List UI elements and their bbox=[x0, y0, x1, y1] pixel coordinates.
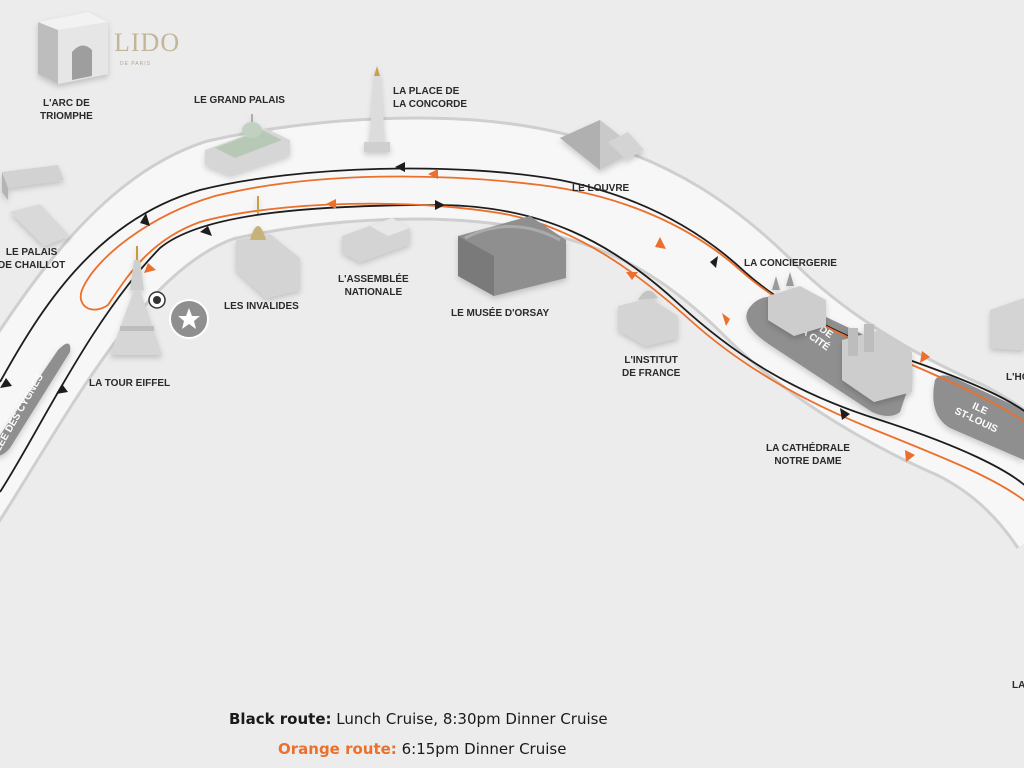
lido-logo-subtitle: DE PARIS bbox=[120, 61, 151, 67]
label-institut: L'INSTITUT DE FRANCE bbox=[622, 355, 681, 379]
eiffel-tower-icon bbox=[110, 246, 162, 355]
chaillot-icon bbox=[2, 165, 70, 246]
arrow-marker bbox=[655, 237, 666, 249]
arrow-marker bbox=[326, 199, 336, 209]
louvre-pyramid-icon bbox=[560, 120, 644, 170]
arrow-marker bbox=[722, 313, 730, 326]
orange-route bbox=[79, 175, 1024, 502]
label-assemblee: L'ASSEMBLÉE NATIONALE bbox=[338, 274, 409, 298]
arrow-marker bbox=[920, 351, 930, 363]
black-route-upper bbox=[0, 167, 1024, 412]
label-concorde: LA PLACE DE LA CONCORDE bbox=[393, 86, 468, 110]
allee-des-cygnes-island bbox=[0, 343, 71, 456]
arrow-marker bbox=[905, 450, 915, 462]
invalides-icon bbox=[236, 196, 300, 298]
assemblee-icon bbox=[342, 218, 410, 262]
obelisk-icon bbox=[364, 66, 390, 152]
arrow-marker bbox=[56, 384, 68, 394]
legend-black-key: Black route: bbox=[229, 710, 332, 728]
label-orsay: LE MUSÉE D'ORSAY bbox=[451, 308, 550, 319]
arrow-marker bbox=[395, 162, 405, 172]
arrow-marker bbox=[0, 378, 12, 388]
institut-icon bbox=[618, 290, 678, 346]
hotel-de-ville-icon bbox=[990, 298, 1024, 350]
legend-orange-key: Orange route: bbox=[278, 740, 397, 758]
arrow-marker bbox=[840, 408, 850, 420]
arrow-marker bbox=[144, 263, 156, 273]
label-edge-bottom-right: LA bbox=[1012, 680, 1024, 691]
label-chaillot: LE PALAIS DE CHAILLOT bbox=[0, 247, 66, 271]
label-hotel-de-ville: L'HÔ bbox=[1006, 372, 1024, 383]
arrow-marker bbox=[435, 200, 445, 210]
label-arc-de-triomphe: L'ARC DE TRIOMPHE bbox=[40, 98, 93, 122]
notre-dame-icon bbox=[842, 324, 912, 402]
black-route-lower bbox=[0, 204, 1024, 493]
ile-st-louis-island bbox=[933, 375, 1024, 460]
arc-de-triomphe-icon bbox=[38, 12, 108, 84]
arrow-marker bbox=[200, 226, 212, 236]
arrow-marker bbox=[626, 272, 638, 280]
legend-orange-text: 6:15pm Dinner Cruise bbox=[401, 740, 567, 758]
arrow-marker bbox=[140, 213, 150, 226]
label-tour-eiffel: LA TOUR EIFFEL bbox=[89, 378, 171, 389]
conciergerie-icon bbox=[768, 272, 826, 336]
label-louvre: LE LOUVRE bbox=[572, 183, 630, 194]
route-arrows-black bbox=[0, 162, 850, 420]
boat-pier-icon bbox=[148, 291, 166, 309]
label-notre-dame: LA CATHÉDRALE NOTRE DAME bbox=[766, 443, 850, 467]
restaurant-seal-icon bbox=[169, 299, 209, 339]
arrow-marker bbox=[428, 169, 438, 179]
label-grand-palais: LE GRAND PALAIS bbox=[194, 95, 285, 106]
label-conciergerie: LA CONCIERGERIE bbox=[744, 258, 837, 269]
orsay-icon bbox=[458, 216, 566, 296]
label-invalides: LES INVALIDES bbox=[224, 301, 299, 312]
grand-palais-icon bbox=[205, 114, 290, 175]
arrow-marker bbox=[710, 256, 718, 268]
legend-black-text: Lunch Cruise, 8:30pm Dinner Cruise bbox=[336, 710, 608, 728]
legend-orange-route: Orange route: 6:15pm Dinner Cruise bbox=[278, 740, 566, 758]
lido-logo: LIDO bbox=[114, 28, 181, 57]
legend-black-route: Black route: Lunch Cruise, 8:30pm Dinner… bbox=[229, 710, 608, 728]
route-arrows-orange bbox=[144, 169, 930, 462]
